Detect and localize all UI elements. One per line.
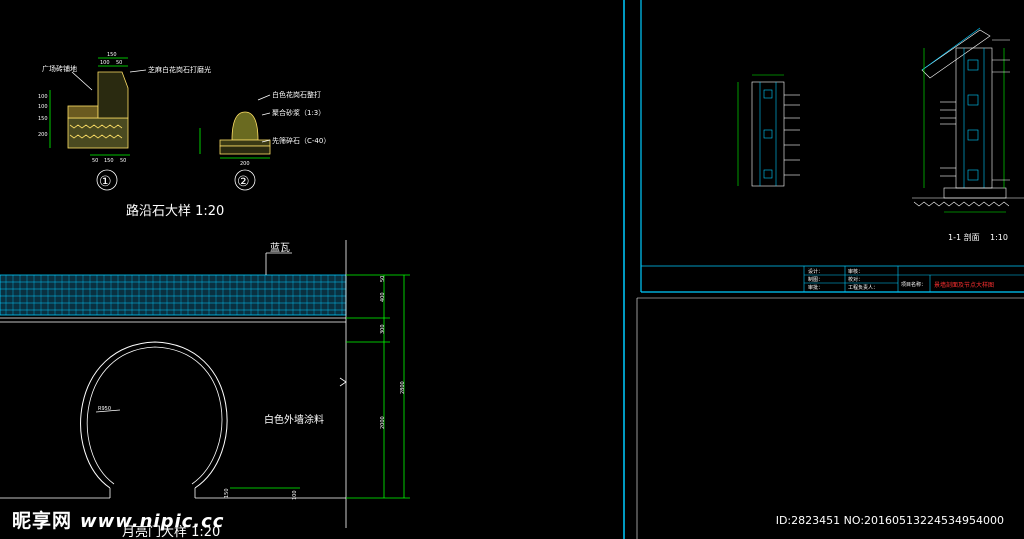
curb-1-dim-left-3: 150 bbox=[38, 116, 48, 122]
sheet-borders bbox=[623, 0, 1024, 539]
curb-2-leader-3: 先筛碎石（C-40） bbox=[272, 136, 330, 145]
watermark-url: www.nipic.cc bbox=[80, 511, 225, 532]
paint-label: 白色外墙涂料 bbox=[264, 413, 324, 426]
curb-1-dim-top-b: 50 bbox=[116, 60, 122, 66]
curb-2-leader-2: 聚合砂浆（1:3） bbox=[272, 108, 325, 117]
roof-tile-pattern bbox=[0, 281, 346, 311]
watermark-logo: 昵享网 www.nipic.cc bbox=[12, 506, 224, 533]
roof-label: 蓝瓦 bbox=[270, 242, 290, 254]
wall-dim-1: 50 bbox=[380, 276, 386, 282]
tb-check: 校对： bbox=[848, 276, 863, 283]
wall-dim-4: 2000 bbox=[380, 416, 386, 429]
curb-2-callout-label: ② bbox=[237, 174, 250, 190]
wall-dim-small-2: 100 bbox=[292, 490, 298, 500]
wall-dim-3: 300 bbox=[380, 324, 386, 334]
title-block bbox=[803, 266, 1024, 292]
section-detail-1-1 bbox=[912, 27, 1024, 213]
curb-detail-1 bbox=[49, 57, 147, 191]
curb-1-callout-label: ① bbox=[99, 174, 112, 190]
tb-approve: 审批： bbox=[808, 284, 823, 291]
radius-label: R950 bbox=[98, 406, 111, 412]
curb-1-dim-bottom-3: 50 bbox=[120, 158, 126, 164]
tb-review: 审核： bbox=[848, 268, 863, 275]
image-id-text: ID:2823451 NO:20160513224534954000 bbox=[775, 514, 1004, 527]
curb-1-leader-right: 芝麻白花岗石打磨光 bbox=[148, 65, 211, 74]
wall-dim-overall: 2800 bbox=[400, 381, 406, 394]
curb-1-dim-bottom-2: 150 bbox=[104, 158, 114, 164]
curb-1-dim-top-a: 100 bbox=[100, 60, 110, 66]
section-detail-left bbox=[737, 74, 800, 187]
section-title: 1-1 剖面 bbox=[948, 232, 980, 242]
curb-detail-2 bbox=[199, 94, 271, 191]
curb-1-dim-top-total: 150 bbox=[107, 52, 117, 58]
tb-drawing-name: 景墙剖面及节点大样图 bbox=[934, 281, 994, 289]
wall-detail-title: 月亮门大样 1:20 bbox=[122, 524, 220, 539]
curb-2-dim-bottom: 200 bbox=[240, 161, 250, 167]
curb-1-dim-left-1: 100 bbox=[38, 94, 48, 100]
section-scale: 1:10 bbox=[990, 233, 1008, 242]
curb-1-leader-left: 广场砖铺地 bbox=[42, 64, 77, 73]
wall-dim-small-1: 150 bbox=[224, 488, 230, 498]
watermark-brand: 昵享网 bbox=[12, 510, 73, 532]
wall-dim-2: 400 bbox=[380, 292, 386, 302]
curb-detail-title: 路沿石大样 1:20 bbox=[126, 203, 224, 219]
curb-1-dim-left-2: 100 bbox=[38, 104, 48, 110]
curb-1-dim-bottom-1: 50 bbox=[92, 158, 98, 164]
tb-lead: 工程负责人： bbox=[848, 284, 878, 291]
curb-1-dim-left-4: 200 bbox=[38, 132, 48, 138]
tb-project-label: 项目名称： bbox=[901, 281, 926, 288]
wall-detail bbox=[0, 240, 410, 528]
tb-design: 设计： bbox=[808, 268, 823, 275]
tb-draw: 制图： bbox=[808, 276, 823, 283]
curb-2-leader-1: 白色花岗石整打 bbox=[272, 90, 321, 99]
